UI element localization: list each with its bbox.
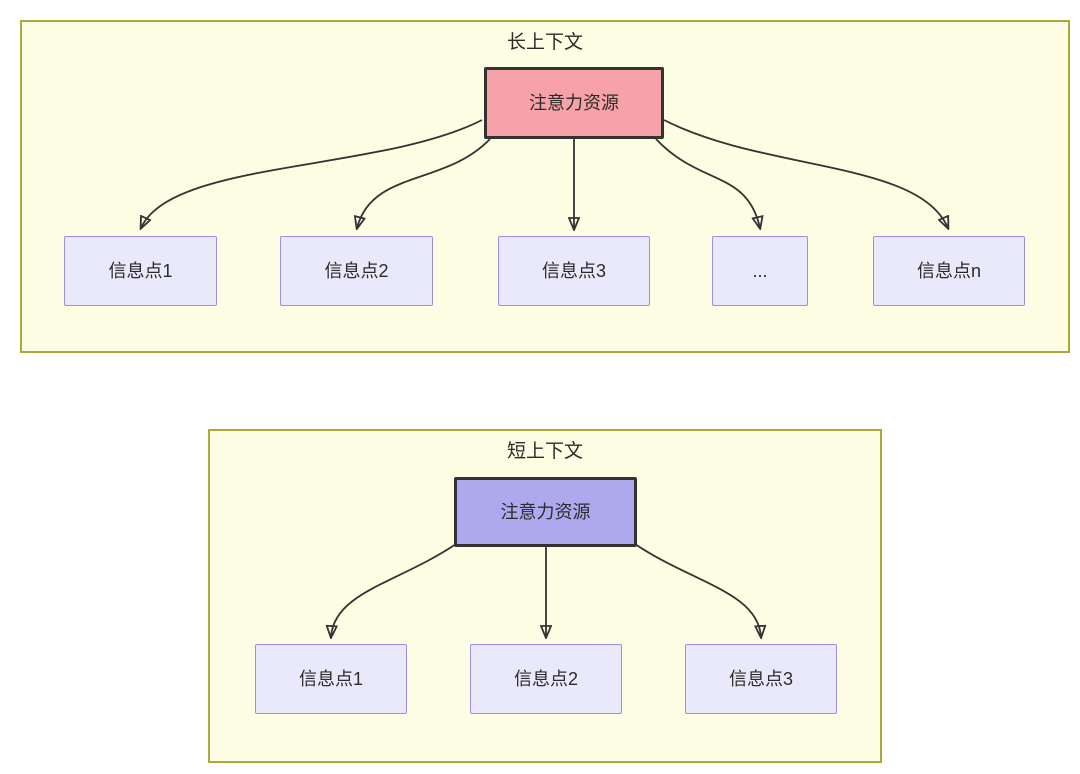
info-box-long-n: 信息点n: [873, 236, 1025, 306]
info-box-long-1: 信息点1: [64, 236, 217, 306]
info-box-long-ellipsis-label: ...: [752, 261, 768, 281]
info-box-long-3: 信息点3: [498, 236, 650, 306]
attention-box-long-label: 注意力资源: [529, 93, 619, 113]
info-box-long-n-label: 信息点n: [916, 261, 981, 281]
info-box-short-3-label: 信息点3: [728, 669, 793, 689]
info-box-long-2: 信息点2: [280, 236, 433, 306]
panel-long-context-title: 长上下文: [506, 32, 583, 53]
info-box-short-2-label: 信息点2: [513, 669, 578, 689]
attention-box-long: 注意力资源: [484, 67, 664, 139]
attention-box-short: 注意力资源: [454, 477, 637, 547]
info-box-long-ellipsis: ...: [712, 236, 808, 306]
info-box-long-2-label: 信息点2: [324, 261, 389, 281]
info-box-short-3: 信息点3: [685, 644, 837, 714]
attention-box-short-label: 注意力资源: [500, 502, 591, 522]
info-box-short-1-label: 信息点1: [298, 669, 363, 689]
panel-short-context-title: 短上下文: [506, 441, 583, 462]
info-box-long-1-label: 信息点1: [108, 261, 173, 281]
info-box-short-1: 信息点1: [255, 644, 407, 714]
info-box-short-2: 信息点2: [470, 644, 622, 714]
info-box-long-3-label: 信息点3: [541, 261, 606, 281]
